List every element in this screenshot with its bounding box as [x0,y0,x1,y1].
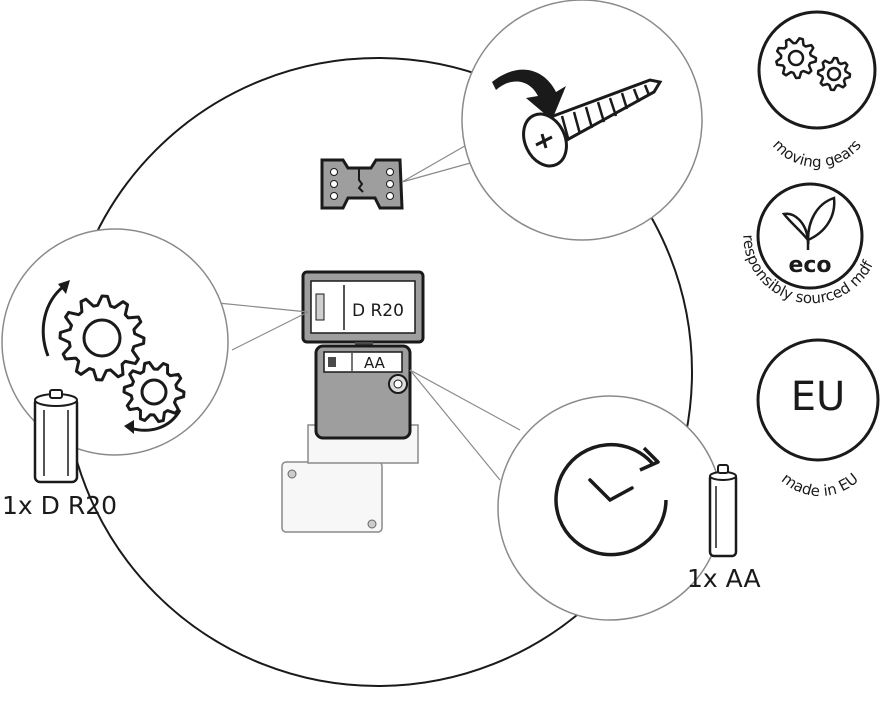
svg-text:made in EU: made in EU [778,469,861,500]
svg-text:moving gears: moving gears [769,136,865,171]
small-gear-icon [122,360,186,424]
screw-icon [522,78,663,168]
badge-big-text: eco [788,253,831,278]
rotate-arrow-icon [492,69,566,120]
d-battery-caption: 1x D R20 [2,491,117,520]
badge-arc-text: moving gears [769,136,865,171]
badge-arc-text: made in EU [778,469,861,500]
gears-icon [775,37,818,80]
aa-compartment-label: AA [364,354,386,372]
d-compartment-label: D R20 [352,301,404,321]
screw-zoom-bubble [461,0,703,241]
aa-battery-caption: 1x AA [687,564,761,593]
clock-zoom-bubble [497,395,738,621]
large-gear-icon [58,294,146,382]
badge-eco: eco responsibly sourced mdf [739,182,877,307]
aa-battery-icon [708,464,738,558]
rotate-arrow-icon [129,409,182,432]
d-battery-icon [33,389,79,484]
badge-big-text: EU [791,374,846,420]
badge-eu: EU made in EU [756,338,880,500]
leaves-icon [781,196,836,250]
gears-icon [816,56,852,92]
callout-lines [217,142,521,481]
clock-icon [554,442,668,557]
mount-bracket [320,158,404,210]
badge-moving-gears: moving gears [757,10,877,171]
clock-mechanism: D R20 AA [281,270,425,533]
rotate-arrow-icon [41,284,65,357]
